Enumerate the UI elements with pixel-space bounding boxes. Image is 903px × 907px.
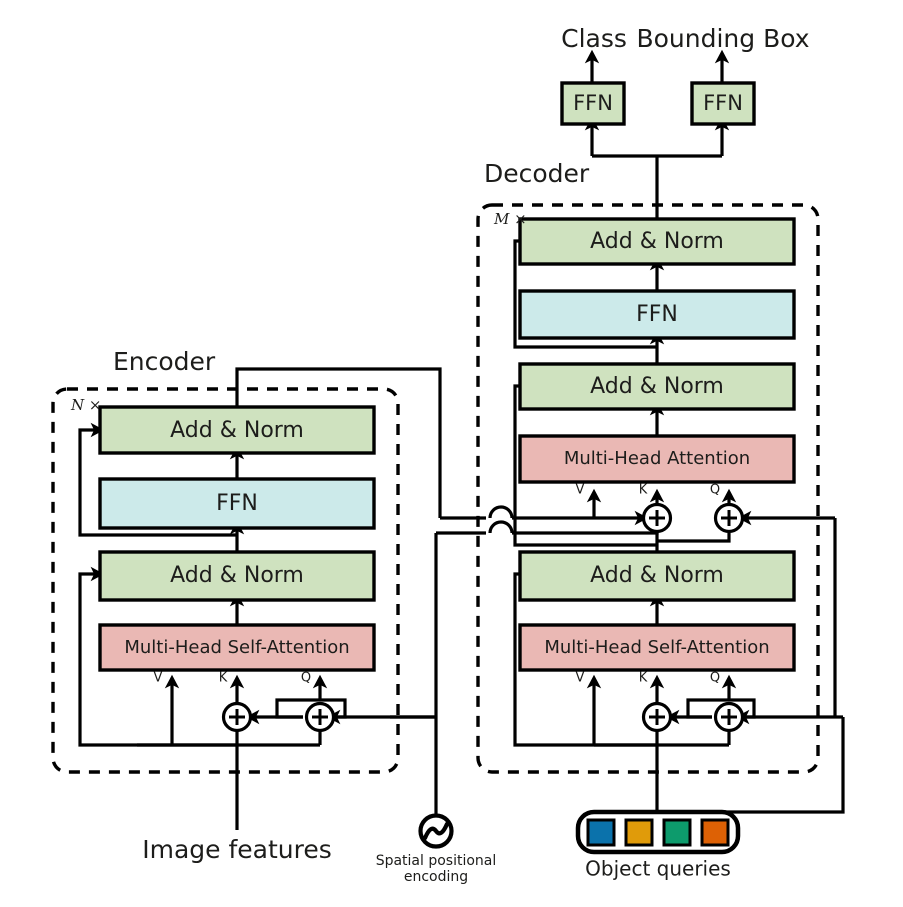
decoder-cross-add-node-k <box>641 502 673 534</box>
encoder-add-norm-bottom-block: Add & Norm <box>98 550 376 602</box>
class-ffn-label: FFN <box>573 91 613 115</box>
decoder-self-attention-block: Multi-Head Self-Attention <box>518 623 796 672</box>
decoder-cross-port-k-label: K <box>639 483 648 498</box>
decoder-add-norm-bottom-block: Add & Norm <box>518 550 796 602</box>
wire-encoder-residual-mid <box>78 422 237 537</box>
encoder-ffn-block: FFN <box>98 477 376 530</box>
decoder-ffn-block: FFN <box>518 289 796 340</box>
image-features-label: Image features <box>142 835 332 864</box>
wire-encoder-memory-out <box>235 367 442 518</box>
encoder-port-v-label: V <box>154 671 163 686</box>
encoder-repeat-label: N × <box>70 396 101 414</box>
class-output-label: Class <box>561 24 627 53</box>
decoder-self-port-k-label: K <box>639 671 648 686</box>
spatial-positional-encoding-icon <box>418 813 454 849</box>
decoder-cross-attention-block: Multi-Head Attention <box>518 434 796 484</box>
encoder-port-k-label: K <box>219 671 228 686</box>
class-ffn-block: FFN <box>560 81 626 126</box>
encoder-add-node-k <box>221 701 253 733</box>
decoder-self-add-node-q <box>713 701 745 733</box>
encoder-add-norm-top-block: Add & Norm <box>98 405 376 455</box>
decoder-cross-port-v-label: V <box>576 483 585 498</box>
wire-hop-arc-lower <box>488 520 514 534</box>
decoder-title: Decoder <box>484 159 590 188</box>
decoder-cross-attention-label: Multi-Head Attention <box>564 448 750 469</box>
decoder-cross-add-node-q <box>713 502 745 534</box>
decoder-container <box>476 203 820 774</box>
wire-encoder-residual-low <box>78 566 237 747</box>
decoder-add-norm-mid-label: Add & Norm <box>590 374 724 399</box>
encoder-add-norm-bottom-label: Add & Norm <box>170 563 304 588</box>
encoder-ffn-label: FFN <box>216 491 258 516</box>
decoder-add-norm-top-label: Add & Norm <box>590 229 724 254</box>
decoder-cross-port-q-label: Q <box>710 483 720 498</box>
wire-memory-to-cross-v <box>512 518 659 535</box>
encoder-add-norm-top-label: Add & Norm <box>170 418 304 443</box>
decoder-repeat-label: M × <box>493 210 527 228</box>
encoder-self-attention-label: Multi-Head Self-Attention <box>124 637 349 658</box>
bbox-ffn-block: FFN <box>690 81 756 126</box>
decoder-add-norm-bottom-label: Add & Norm <box>590 563 724 588</box>
wire-hop-arc-upper <box>488 505 514 519</box>
encoder-add-node-q <box>304 701 336 733</box>
encoder-self-attention-block: Multi-Head Self-Attention <box>98 623 376 672</box>
object-query-swatch-4 <box>700 818 730 847</box>
object-queries-label: Object queries <box>585 857 731 881</box>
bbox-ffn-label: FFN <box>703 91 743 115</box>
wire-dec-addnorm-bot-to-q <box>657 533 731 543</box>
decoder-self-add-node-k <box>641 701 673 733</box>
spatial-pe-label-line2: encoding <box>404 869 468 885</box>
bounding-box-output-label: Bounding Box <box>636 24 809 53</box>
object-query-swatch-3 <box>662 818 692 847</box>
spatial-pe-label-line1: Spatial positional <box>376 853 497 869</box>
decoder-self-attention-label: Multi-Head Self-Attention <box>544 637 769 658</box>
encoder-title: Encoder <box>113 347 216 376</box>
decoder-self-port-v-label: V <box>576 671 585 686</box>
object-query-swatch-1 <box>586 818 616 847</box>
decoder-add-norm-top-block: Add & Norm <box>518 217 796 266</box>
object-queries-group <box>575 809 741 855</box>
decoder-ffn-label: FFN <box>636 302 678 327</box>
decoder-self-port-q-label: Q <box>710 671 720 686</box>
encoder-port-q-label: Q <box>301 671 311 686</box>
decoder-add-norm-mid-block: Add & Norm <box>518 362 796 411</box>
object-query-swatch-2 <box>624 818 654 847</box>
